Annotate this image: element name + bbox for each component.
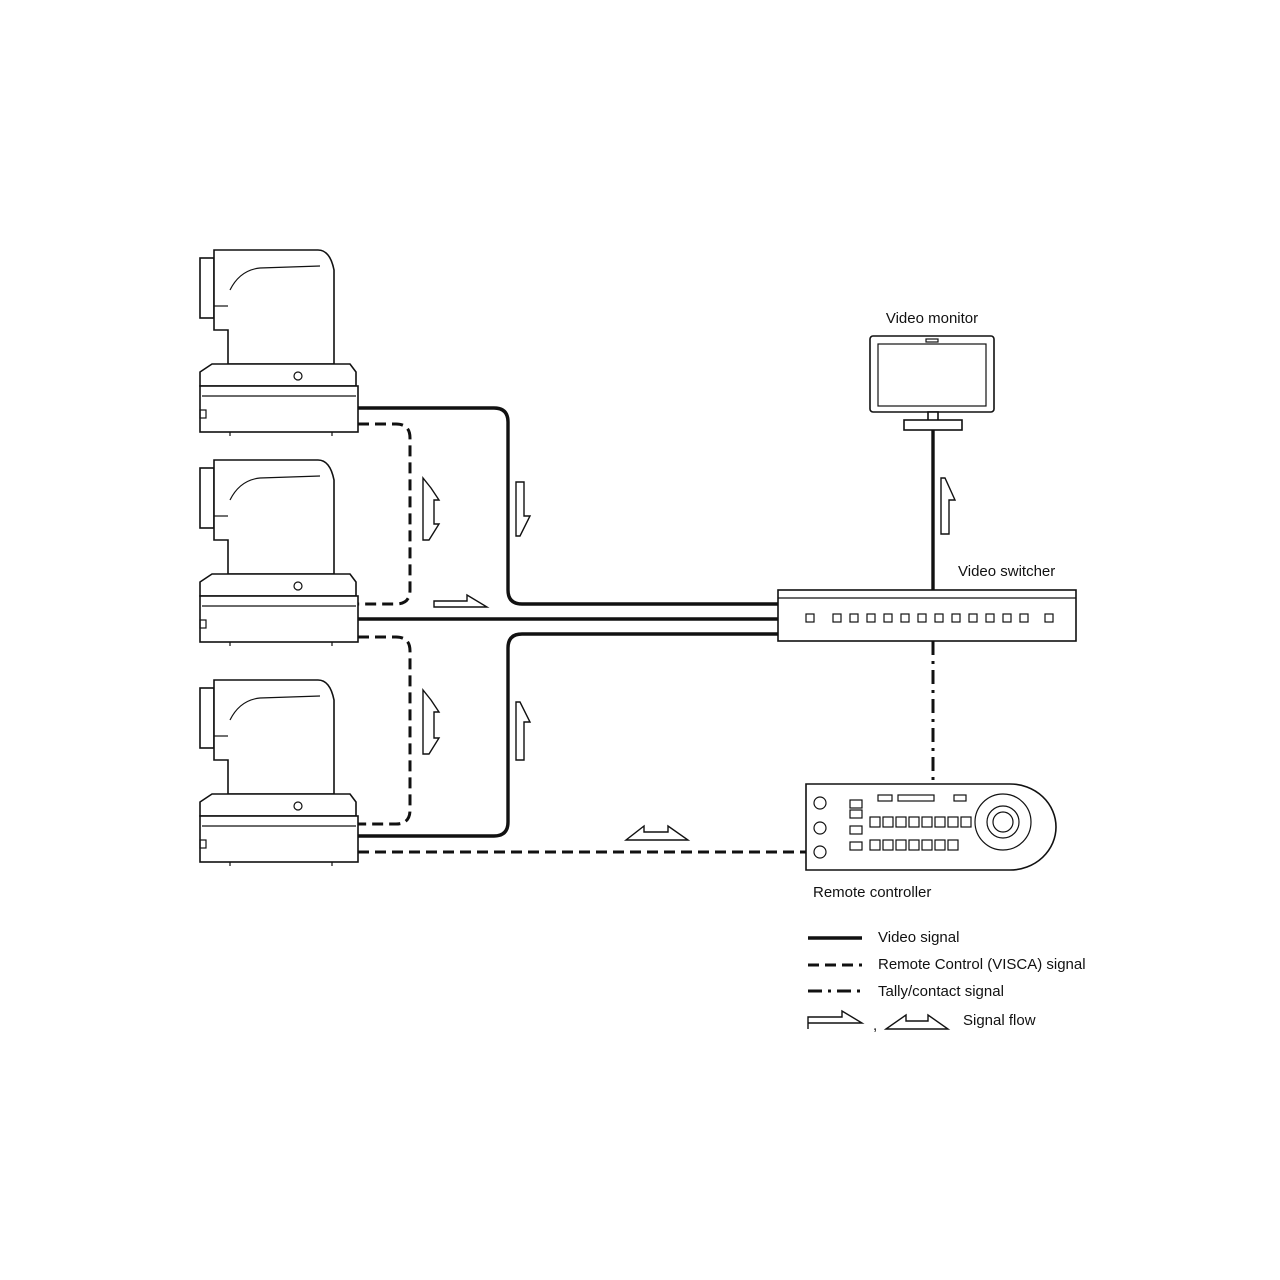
controller-key-row2-2: [882, 839, 894, 851]
controller-key-row2-6: [934, 839, 946, 851]
legend-tally-label: Tally/contact signal: [878, 983, 1004, 1000]
switcher-key-12: [1002, 613, 1012, 623]
video-switcher-label: Video switcher: [958, 563, 1055, 580]
controller-key-row1-4: [908, 816, 920, 828]
switcher-key-13: [1019, 613, 1029, 623]
controller-key-row1-5: [921, 816, 933, 828]
switcher-key-3: [849, 613, 859, 623]
switcher-key-10: [968, 613, 978, 623]
flow-arrow-bidir-2-icon: [422, 688, 441, 755]
video-line-camera-1: [358, 406, 778, 606]
visca-line-cam1-cam2: [358, 422, 412, 606]
switcher-key-8: [934, 613, 944, 623]
controller-key-row1-8: [960, 816, 972, 828]
controller-key-row2-1: [869, 839, 881, 851]
switcher-key-7: [917, 613, 927, 623]
legend-bidir-arrow-icon: [883, 1013, 951, 1030]
controller-key-row2-3: [895, 839, 907, 851]
flow-arrow-right-icon: [433, 593, 490, 608]
switcher-key-4: [866, 613, 876, 623]
video-line-camera-3: [358, 632, 778, 838]
video-monitor-icon: [869, 335, 995, 431]
legend-visca-label: Remote Control (VISCA) signal: [878, 956, 1086, 973]
controller-key-row2-4: [908, 839, 920, 851]
remote-controller-icon: [805, 783, 1057, 871]
camera-3-icon: [199, 679, 359, 867]
flow-arrow-monitor-up-icon: [940, 477, 957, 535]
controller-key-row1-1: [869, 816, 881, 828]
controller-key-row1-7: [947, 816, 959, 828]
legend-comma: ,: [873, 1017, 877, 1034]
legend: Video signal Remote Control (VISCA) sign…: [807, 929, 1086, 1034]
switcher-key-14: [1044, 613, 1054, 623]
flow-arrow-down-icon: [515, 481, 532, 537]
switcher-key-5: [883, 613, 893, 623]
legend-flow-arrow-icon: [807, 1009, 865, 1029]
controller-key-row2-5: [921, 839, 933, 851]
controller-key-row1-2: [882, 816, 894, 828]
flow-arrow-bidir-1-icon: [422, 476, 441, 541]
video-monitor-label: Video monitor: [886, 310, 978, 327]
switcher-key-6: [900, 613, 910, 623]
video-switcher-icon: [777, 589, 1077, 642]
legend-flow-label: Signal flow: [963, 1012, 1036, 1029]
switcher-key-9: [951, 613, 961, 623]
remote-controller-label: Remote controller: [813, 884, 931, 901]
switcher-key-2: [832, 613, 842, 623]
legend-video-label: Video signal: [878, 929, 959, 946]
controller-key-row1-3: [895, 816, 907, 828]
visca-line-cam2-cam3: [358, 635, 412, 826]
controller-key-row2-7: [947, 839, 959, 851]
flow-arrow-bidir-controller-icon: [623, 824, 691, 841]
flow-arrow-up-icon: [515, 701, 532, 761]
controller-key-row1-6: [934, 816, 946, 828]
camera-1-icon: [199, 249, 359, 437]
switcher-key-11: [985, 613, 995, 623]
switcher-key-1: [805, 613, 815, 623]
camera-2-icon: [199, 459, 359, 647]
